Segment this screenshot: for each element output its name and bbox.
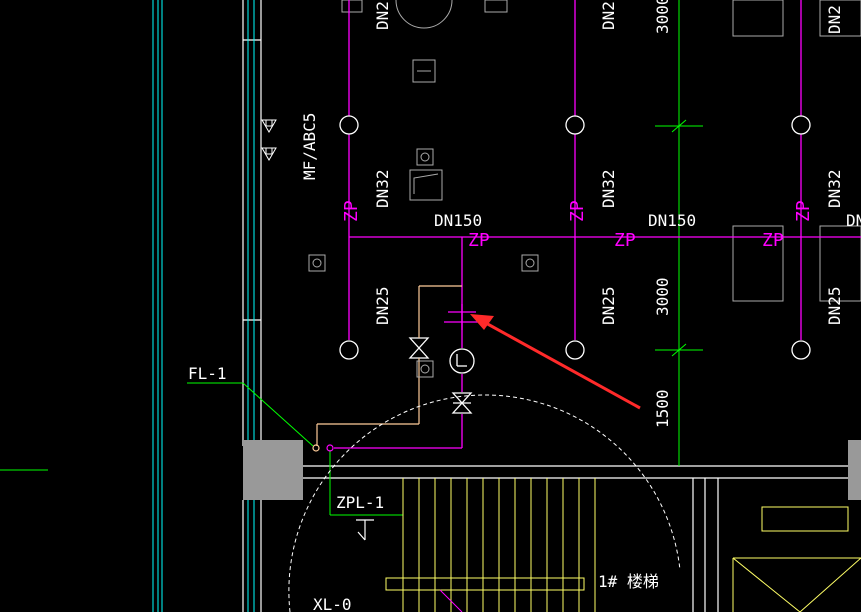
building-walls: [242, 0, 861, 612]
valve-down-symbol: [356, 519, 374, 541]
label-dn25-2: DN25: [599, 286, 618, 325]
label-xl-0: XL-0: [313, 595, 352, 612]
pipe-end-fl1: [312, 444, 320, 452]
cyan-lines: [152, 0, 255, 612]
label-dn25-1: DN25: [373, 286, 392, 325]
label-dn2-top-3: DN2: [825, 5, 844, 34]
label-dn32-3: DN32: [825, 169, 844, 208]
gate-valve-icon: [408, 337, 473, 414]
label-dn25-3: DN25: [825, 286, 844, 325]
label-dn2-top-1: DN2: [373, 1, 392, 30]
label-dim-3000-top: 3000: [653, 0, 672, 34]
label-fl-1: FL-1: [188, 364, 227, 383]
label-dn-edge: DN: [846, 211, 861, 230]
label-zp-vertical-2: ZP: [567, 200, 588, 222]
label-dn2-top-2: DN2: [599, 1, 618, 30]
pressure-gauge-icon: [449, 348, 475, 374]
tank-shape: [395, 0, 453, 29]
label-dn32-2: DN32: [599, 169, 618, 208]
label-mf-abc5: MF/ABC5: [300, 113, 319, 180]
detector-icons: [308, 148, 539, 378]
label-dn32-1: DN32: [373, 169, 392, 208]
label-zp-horizontal-2: ZP: [614, 230, 636, 251]
extinguisher-icons: [261, 119, 277, 161]
stair: [385, 478, 861, 612]
label-dim-3000: 3000: [653, 277, 672, 316]
test-drain-pipe: [316, 285, 462, 446]
label-dn150-1: DN150: [434, 211, 482, 230]
pipe-end-zpl1: [326, 444, 334, 452]
extinguisher-box-icon: [409, 169, 443, 201]
stair-arrow: [439, 589, 463, 612]
label-dn150-2: DN150: [648, 211, 696, 230]
label-zp-vertical-1: ZP: [341, 200, 362, 222]
label-stair: 1# 楼梯: [598, 572, 659, 591]
green-lines: [0, 0, 703, 516]
annotation-arrow-icon: [470, 314, 641, 410]
label-zp-horizontal-3: ZP: [762, 230, 784, 251]
coverage-circle: [288, 394, 681, 612]
column-right: [848, 440, 861, 500]
column-left: [243, 440, 303, 500]
sprinkler-pipes: [334, 0, 861, 449]
label-dim-1500: 1500: [653, 389, 672, 428]
label-zpl-1: ZPL-1: [336, 493, 384, 512]
label-zp-vertical-3: ZP: [793, 200, 814, 222]
sprinkler-heads: [339, 115, 811, 360]
label-zp-horizontal-1: ZP: [468, 230, 490, 251]
room-boxes: [341, 0, 861, 302]
